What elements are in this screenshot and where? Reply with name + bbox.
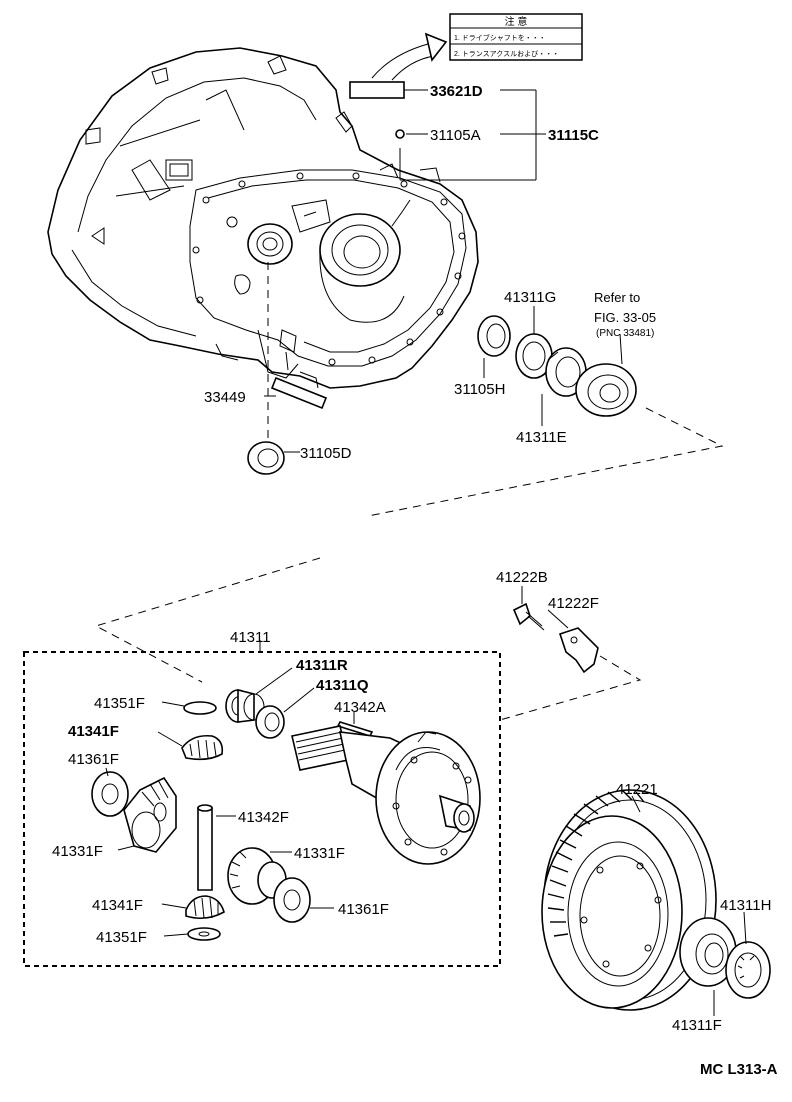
refer-line-2: FIG. 33-05 xyxy=(594,310,656,325)
figure-code: MC L313-A xyxy=(700,1061,778,1078)
part-label-41342F: 41342F xyxy=(238,809,289,826)
thrust-washer-41361F-right xyxy=(273,877,311,923)
differential-case xyxy=(291,725,481,865)
thrust-washer-41351F-bottom xyxy=(187,927,221,941)
oil-seal-31105D xyxy=(247,441,285,475)
caution-label-title: 注 意 xyxy=(505,15,528,28)
part-label-33621D: 33621D xyxy=(430,83,483,100)
caution-label: 注 意 1. ドライブシャフトを・・・ 2. トランスアクスルおよび・・・ xyxy=(449,13,583,61)
part-label-33449: 33449 xyxy=(204,389,246,406)
part-label-41222B: 41222B xyxy=(496,569,548,586)
assembly-path-line-2 xyxy=(94,557,321,683)
part-label-41311R: 41311R xyxy=(296,657,348,674)
part-label-41342A: 41342A xyxy=(334,699,386,716)
part-label-41331F-right: 41331F xyxy=(294,845,345,862)
part-label-41311G: 41311G xyxy=(504,289,556,306)
assembly-path-line-3 xyxy=(499,655,642,721)
assembly-path-line-1 xyxy=(367,407,724,517)
caution-label-line-1: 1. ドライブシャフトを・・・ xyxy=(454,33,546,42)
part-label-41351F-top: 41351F xyxy=(94,695,145,712)
part-label-41222F: 41222F xyxy=(548,595,599,612)
thrust-washer-41351F-top xyxy=(183,701,217,715)
part-label-31105A: 31105A xyxy=(430,127,481,144)
differential-kit-box xyxy=(23,651,501,967)
lock-plate-41222F xyxy=(547,609,599,674)
oil-seal-31105H xyxy=(477,315,511,357)
caution-label-line-2: 2. トランスアクスルおよび・・・ xyxy=(454,50,559,58)
ring-gear-teeth xyxy=(547,789,645,937)
thrust-washer-41361F-left xyxy=(91,771,129,817)
bearing-41311R xyxy=(225,688,265,723)
part-label-31115C: 31115C xyxy=(548,127,599,144)
plug-31105A xyxy=(395,129,405,139)
part-label-41341F-top: 41341F xyxy=(68,723,119,740)
part-label-41361F-right: 41361F xyxy=(338,901,389,918)
label-location-arrow xyxy=(371,32,448,81)
label-plate-33621D xyxy=(349,81,405,99)
side-gear-41341F-top xyxy=(181,734,224,761)
shift-lever-33449 xyxy=(270,329,328,410)
part-label-41331F-left: 41331F xyxy=(52,843,103,860)
part-label-41311: 41311 xyxy=(230,629,271,646)
pinion-gear-41331F-left xyxy=(123,776,177,853)
part-label-31105D: 31105D xyxy=(300,445,352,462)
leader-lines-top xyxy=(395,89,546,181)
part-label-41311F: 41311F xyxy=(672,1017,722,1034)
side-gear-41341F-bottom xyxy=(185,895,225,920)
shim-41311H xyxy=(725,941,771,999)
part-label-41311H: 41311H xyxy=(720,897,771,914)
ring-gear-41221 xyxy=(541,789,717,1011)
refer-line-3: (PNC 33481) xyxy=(596,328,654,339)
bearing-33481 xyxy=(575,363,637,417)
part-label-41361F-left: 41361F xyxy=(68,751,119,768)
part-label-41311E: 41311E xyxy=(516,429,567,446)
leader-lines-bearings xyxy=(483,306,623,426)
part-label-41311Q: 41311Q xyxy=(316,677,369,694)
bearing-41311Q xyxy=(255,705,285,739)
part-label-31105H: 31105H xyxy=(454,381,505,398)
part-label-41221: 41221 xyxy=(616,781,658,798)
refer-line-1: Refer to xyxy=(594,290,640,305)
part-label-41351F-bottom: 41351F xyxy=(96,929,147,946)
flange-bolt-holes xyxy=(192,172,466,366)
transaxle-housing-drawing xyxy=(47,47,479,389)
bolt-41222B xyxy=(512,586,545,631)
part-label-41341F-bottom: 41341F xyxy=(92,897,143,914)
pinion-shaft-41342F xyxy=(197,804,213,891)
